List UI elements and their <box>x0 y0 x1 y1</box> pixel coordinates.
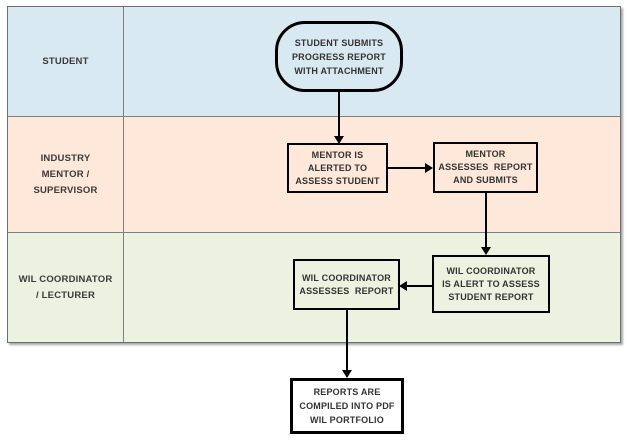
arrowhead-right-icon <box>425 163 433 173</box>
node-coordinator-alert: WIL COORDINATOR IS ALERT TO ASSESS STUDE… <box>432 255 550 313</box>
arrowhead-down-icon <box>334 136 344 144</box>
node-coordinator-assesses-label: WIL COORDINATOR ASSESSES REPORT <box>299 272 394 296</box>
lane-wil-coordinator-label-cell: WIL COORDINATOR / LECTURER <box>8 233 124 342</box>
edge-mentor-alerted-to-mentor-assesses <box>388 167 426 169</box>
node-mentor-alerted-label: MENTOR IS ALERTED TO ASSESS STUDENT <box>295 149 380 186</box>
edge-coordinator-assesses-to-reports <box>346 310 348 371</box>
node-mentor-alerted: MENTOR IS ALERTED TO ASSESS STUDENT <box>287 143 388 193</box>
edge-student-to-mentor-alerted <box>338 91 340 137</box>
node-coordinator-alert-label: WIL COORDINATOR IS ALERT TO ASSESS STUDE… <box>442 265 540 302</box>
lane-student-label: STUDENT <box>42 55 89 67</box>
node-student-submits: STUDENT SUBMITS PROGRESS REPORT WITH ATT… <box>275 21 403 92</box>
lane-wil-coordinator-label: WIL COORDINATOR / LECTURER <box>18 273 113 301</box>
arrowhead-left-icon <box>399 281 407 291</box>
node-mentor-assesses-label: MENTOR ASSESSES REPORT AND SUBMITS <box>438 149 533 185</box>
node-coordinator-assesses: WIL COORDINATOR ASSESSES REPORT <box>293 259 400 310</box>
edge-mentor-assesses-to-coordinator-alert <box>485 193 487 248</box>
lane-student-label-cell: STUDENT <box>8 7 124 116</box>
node-reports-compiled-label: REPORTS ARE COMPILED INTO PDF WIL PORTFO… <box>299 387 395 425</box>
arrowhead-down-icon <box>342 370 352 378</box>
node-student-submits-label: STUDENT SUBMITS PROGRESS REPORT WITH ATT… <box>291 37 386 76</box>
arrowhead-down-icon <box>481 247 491 255</box>
node-reports-compiled: REPORTS ARE COMPILED INTO PDF WIL PORTFO… <box>290 378 404 434</box>
node-mentor-assesses: MENTOR ASSESSES REPORT AND SUBMITS <box>433 142 538 193</box>
lane-industry-mentor-label: INDUSTRY MENTOR / SUPERVISOR <box>33 152 98 196</box>
lane-industry-mentor-label-cell: INDUSTRY MENTOR / SUPERVISOR <box>8 117 124 232</box>
edge-coordinator-alert-to-coordinator-assesses <box>407 285 432 287</box>
